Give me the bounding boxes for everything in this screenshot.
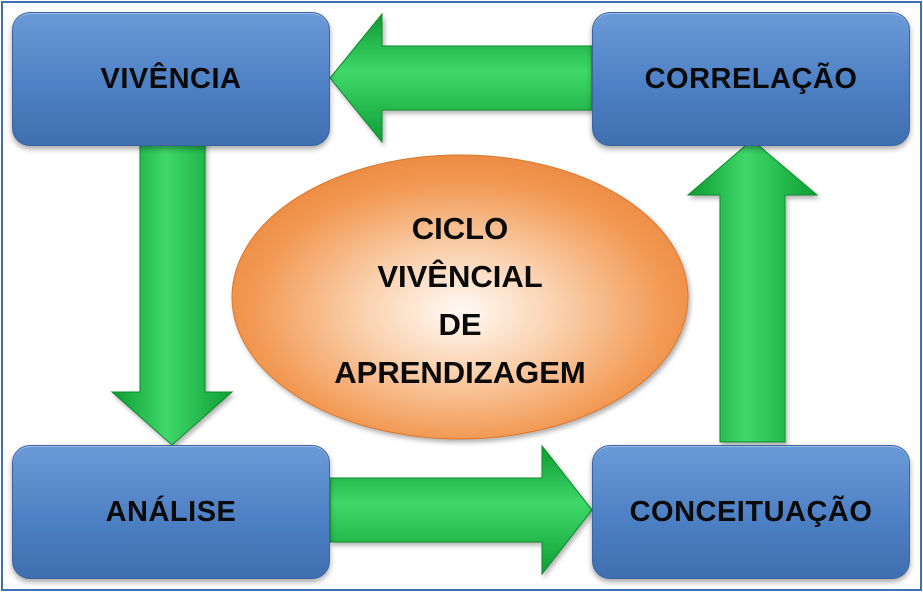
center-ellipse (231, 154, 689, 440)
node-vivencia-label: VIVÊNCIA (100, 62, 242, 95)
node-analise: ANÁLISE (12, 445, 330, 579)
arrow-correlacao-to-vivencia (329, 12, 593, 144)
arrow-vivencia-to-analise (110, 139, 234, 446)
center-title: CICLO VIVÊNCIAL DE APRENDIZAGEM (320, 205, 600, 397)
center-title-line-3: DE (438, 307, 482, 342)
node-conceituacao-label: CONCEITUAÇÃO (629, 495, 873, 528)
node-conceituacao: CONCEITUAÇÃO (592, 445, 910, 579)
node-vivencia: VIVÊNCIA (12, 12, 330, 146)
center-title-line-1: CICLO (411, 211, 509, 246)
node-correlacao-label: CORRELAÇÃO (644, 62, 858, 95)
center-title-line-2: VIVÊNCIAL (377, 259, 543, 294)
center-title-line-4: APRENDIZAGEM (334, 355, 586, 390)
node-analise-label: ANÁLISE (105, 495, 237, 528)
arrow-analise-to-conceituacao (329, 444, 593, 576)
node-correlacao: CORRELAÇÃO (592, 12, 910, 146)
arrow-conceituacao-to-correlacao (686, 139, 819, 443)
